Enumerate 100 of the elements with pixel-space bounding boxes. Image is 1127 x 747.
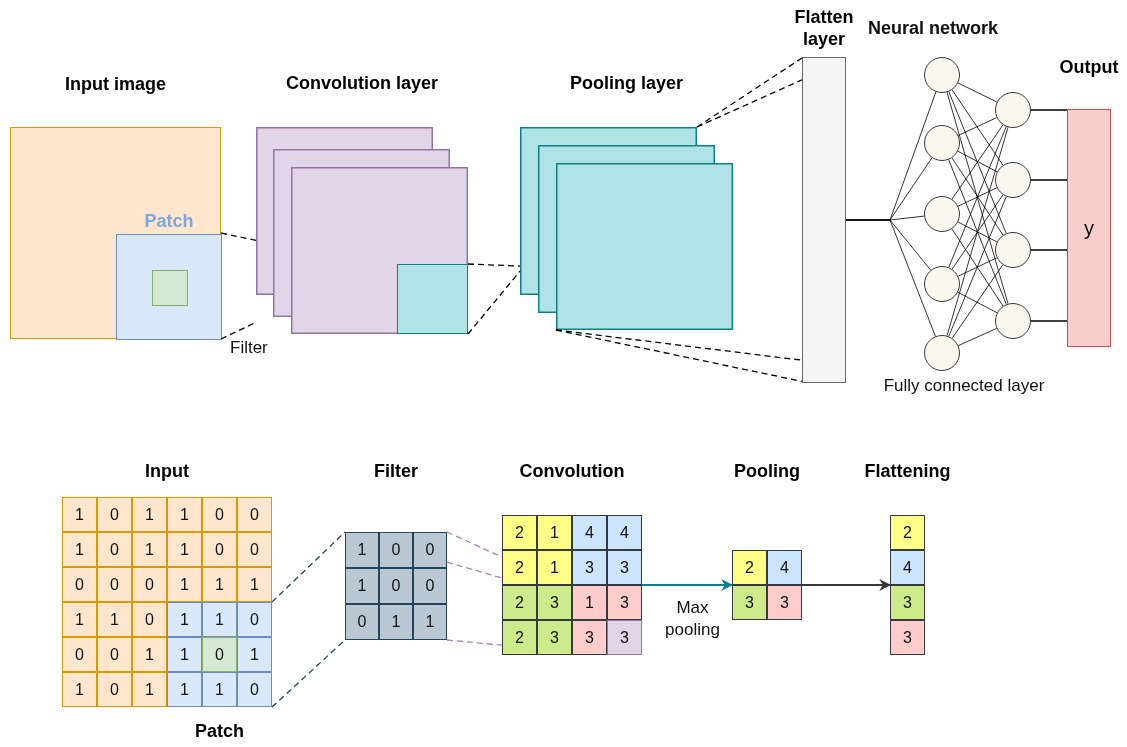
arrow: [801, 579, 892, 591]
matrix-cell: 2: [502, 550, 537, 585]
heading: Flatten layer: [793, 6, 855, 50]
matrix-cell: 1: [345, 568, 379, 604]
matrix-cell: 4: [607, 515, 642, 550]
connection-line: [951, 194, 1004, 270]
connection-line: [958, 328, 997, 346]
connection-line: [957, 291, 998, 314]
matrix-cell: 1: [537, 550, 572, 585]
neuron-circle: [924, 125, 960, 161]
connection-line: [845, 219, 936, 337]
matrix-cell: 3: [607, 620, 642, 655]
projection-line: [696, 57, 803, 128]
matrix-cell: 1: [202, 567, 237, 602]
matrix-cell: 4: [572, 515, 607, 550]
heading: Pooling layer: [570, 72, 683, 94]
connection-line: [948, 159, 1007, 305]
matrix-cell: 0: [202, 532, 237, 567]
projection-line: [467, 263, 521, 267]
matrix-cell: 0: [413, 532, 447, 568]
matrix-cell: 2: [732, 550, 767, 585]
matrix-cell: 3: [607, 550, 642, 585]
heading: Flattening: [864, 460, 951, 482]
matrix-cell: 3: [537, 620, 572, 655]
value-text: y: [1084, 216, 1094, 240]
neuron-circle: [995, 303, 1031, 339]
projection-line: [696, 79, 803, 128]
matrix-cell: 0: [379, 568, 413, 604]
matrix-cell: 0: [62, 637, 97, 672]
matrix-cell: 3: [572, 550, 607, 585]
connection-line: [957, 187, 998, 207]
matrix-cell: 0: [97, 567, 132, 602]
matrix-cell: 1: [237, 637, 272, 672]
heading: Input image: [65, 73, 166, 95]
projection-line: [220, 232, 257, 242]
heading: Output: [1059, 56, 1119, 78]
matrix-cell: 0: [97, 637, 132, 672]
section-title: Neural network: [868, 17, 999, 40]
matrix-cell: 3: [607, 585, 642, 620]
heading: Filter: [374, 460, 418, 482]
connection-line: [957, 221, 998, 243]
connection-line: [946, 126, 1009, 337]
connection-line: [948, 196, 1007, 337]
heading: Pooling: [734, 460, 800, 482]
matrix-cell: 1: [62, 602, 97, 637]
connection-line: [1030, 320, 1068, 322]
edge-label: Max pooling: [664, 597, 721, 642]
matrix-cell: 0: [97, 532, 132, 567]
matrix-cell: 1: [132, 532, 167, 567]
matrix-cell: 4: [767, 550, 802, 585]
connection-line: [1030, 179, 1068, 181]
matrix-cell: 1: [167, 532, 202, 567]
connection-line: [951, 264, 1004, 339]
filter-output-square: [397, 264, 468, 334]
matrix-cell: 3: [537, 585, 572, 620]
matrix-cell: 0: [202, 497, 237, 532]
matrix-cell: 1: [202, 602, 237, 637]
matrix-cell: 0: [132, 567, 167, 602]
matrix-cell: 0: [62, 567, 97, 602]
matrix-cell: 0: [413, 568, 447, 604]
matrix-cell: 1: [413, 604, 447, 640]
connection-line: [957, 257, 998, 277]
matrix-cell: 1: [97, 602, 132, 637]
connection-line: [957, 117, 998, 136]
matrix-cell: 1: [132, 672, 167, 707]
matrix-cell: 2: [502, 585, 537, 620]
neuron-circle: [995, 232, 1031, 268]
matrix-cell: 1: [62, 497, 97, 532]
matrix-cell: 1: [62, 672, 97, 707]
matrix-cell: 1: [167, 567, 202, 602]
connection-line: [1030, 109, 1068, 111]
matrix-cell: 3: [890, 620, 925, 655]
matrix-cell: 1: [62, 532, 97, 567]
connection-line: [951, 157, 1004, 236]
matrix-cell: 0: [237, 602, 272, 637]
connection-line: [951, 228, 1004, 307]
connection-line: [948, 91, 1007, 234]
connection-line: [951, 89, 1004, 166]
neuron-circle: [995, 162, 1031, 198]
neuron-circle: [924, 266, 960, 302]
matrix-cell: 1: [132, 637, 167, 672]
matrix-cell: 0: [237, 497, 272, 532]
heading: Convolution layer: [286, 72, 438, 94]
matrix-cell: 0: [237, 532, 272, 567]
matrix-cell: 1: [167, 497, 202, 532]
pixel-square: [152, 270, 188, 306]
neuron-circle: [995, 92, 1031, 128]
matrix-cell: 1: [167, 637, 202, 672]
heading: Convolution: [519, 460, 625, 482]
neuron-circle: [924, 57, 960, 93]
matrix-cell: 2: [502, 620, 537, 655]
matrix-cell: 1: [345, 532, 379, 568]
matrix-cell: 0: [132, 602, 167, 637]
matrix-cell: 3: [767, 585, 802, 620]
matrix-cell: 1: [167, 602, 202, 637]
projection-line: [446, 561, 503, 579]
connection-line: [946, 91, 1009, 305]
matrix-cell: 1: [379, 604, 413, 640]
matrix-cell: 3: [890, 585, 925, 620]
matrix-cell: 1: [167, 672, 202, 707]
